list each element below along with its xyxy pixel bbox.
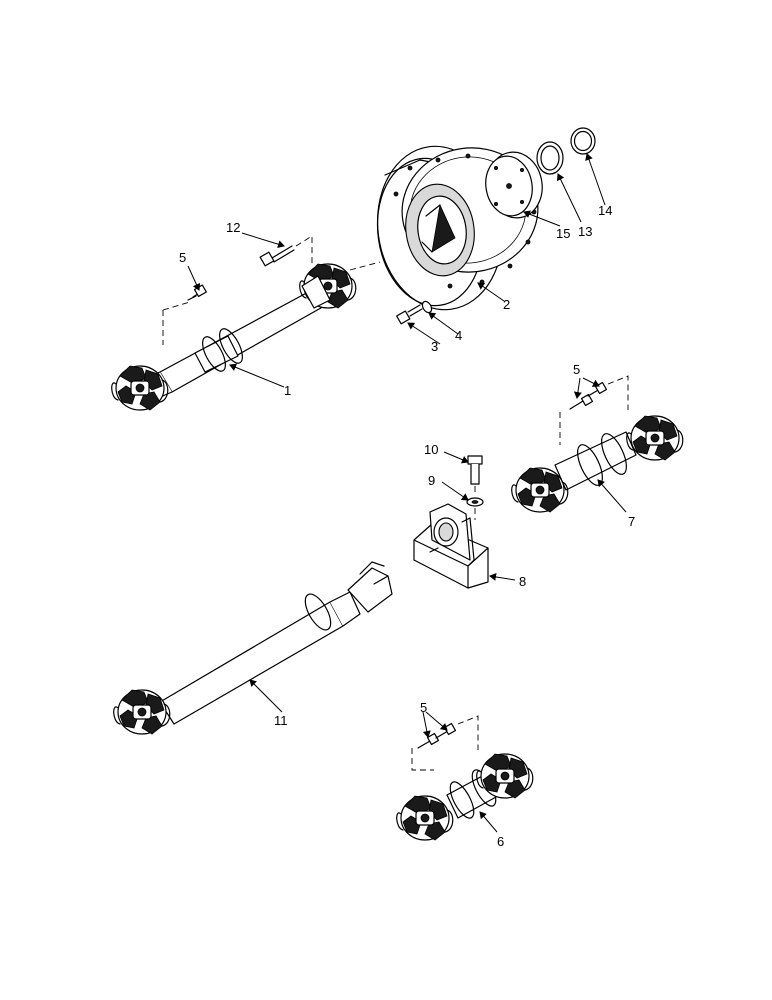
callout-13: 13	[578, 224, 592, 239]
callout-5-lower: 5	[420, 700, 427, 715]
slip-yoke-end	[347, 561, 393, 613]
callout-9: 9	[428, 473, 435, 488]
callout-4: 4	[455, 328, 462, 343]
callout-8: 8	[519, 574, 526, 589]
assembly-guide-line	[457, 715, 479, 750]
callout-15: 15	[556, 226, 570, 241]
bolt-5-lower	[417, 722, 457, 749]
seal-ring-14	[570, 127, 596, 155]
callout-5-right: 5	[573, 362, 580, 377]
callout-6: 6	[497, 834, 504, 849]
bolt-10	[467, 455, 483, 485]
callout-12: 12	[226, 220, 240, 235]
callout-3: 3	[431, 339, 438, 354]
callout-7: 7	[628, 514, 635, 529]
drive-shaft-11	[113, 561, 393, 735]
bolt-12	[259, 245, 295, 267]
callout-labels: 1 2 3 4 5 5 5 6 7 8 9 10 11 12 13 14 15	[179, 203, 635, 849]
washer-4	[421, 300, 433, 314]
plate-15	[485, 151, 543, 219]
assembly-guide-line	[411, 748, 434, 771]
leader-lines	[187, 153, 627, 833]
bolt-3	[396, 304, 423, 325]
assembly-guide-line	[162, 301, 191, 311]
drive-shaft-1	[111, 263, 357, 411]
bolt-5-right	[569, 381, 608, 410]
assembly-guide-line	[349, 261, 381, 271]
callout-5-upper: 5	[179, 250, 186, 265]
washer-9	[466, 497, 484, 507]
seal-ring-13	[536, 141, 564, 175]
pillow-block-bearing-8	[413, 503, 489, 589]
u-joint-yoke-icon	[113, 689, 171, 735]
callout-11: 11	[274, 713, 288, 728]
callout-10: 10	[424, 442, 438, 457]
assembly-guide-line	[607, 375, 629, 410]
drive-shaft-7	[511, 415, 684, 513]
drive-shaft-6	[396, 753, 534, 841]
bolt-5-upper	[187, 284, 207, 301]
callout-1: 1	[284, 383, 291, 398]
callout-2: 2	[503, 297, 510, 312]
u-joint-yoke-icon	[396, 795, 454, 841]
assembly-guide-line	[295, 235, 313, 265]
callout-14: 14	[598, 203, 612, 218]
